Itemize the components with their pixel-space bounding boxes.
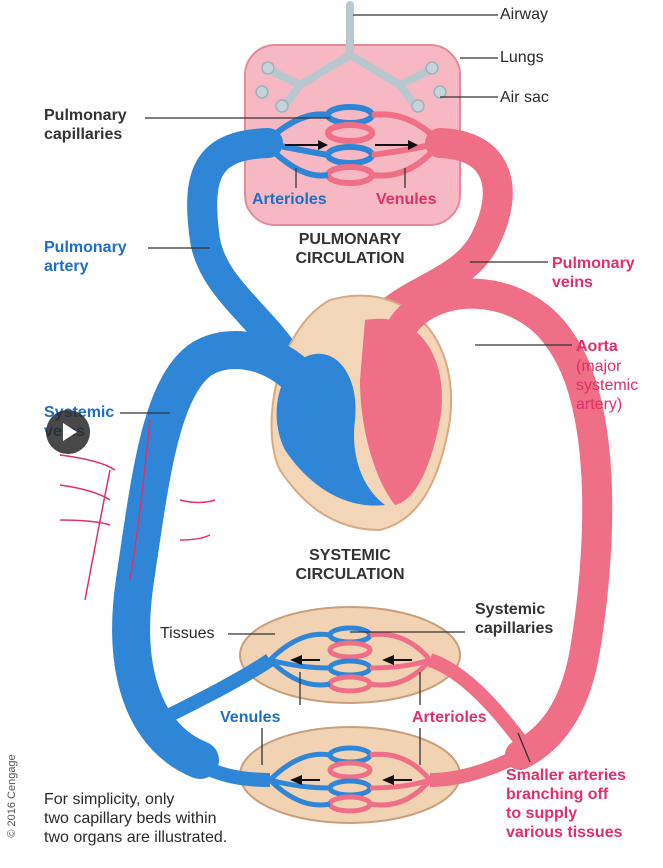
label-airway: Airway <box>500 6 549 23</box>
label-systemic-circulation: SYSTEMIC CIRCULATION <box>295 547 405 583</box>
label-aorta: Aorta <box>576 338 618 355</box>
systemic-vein-from-tissue-1 <box>156 654 274 727</box>
label-systemic-capillaries: Systemic capillaries <box>475 601 554 637</box>
label-pulmonary-circulation: PULMONARY CIRCULATION <box>295 231 405 267</box>
label-pulmonary-capillaries: Pulmonary capillaries <box>44 107 127 143</box>
leader-lines <box>120 14 572 765</box>
systemic-capillary-bed-2 <box>268 745 432 814</box>
systemic-artery-to-tissue-2 <box>429 748 524 787</box>
systemic-capillary-bed-1 <box>268 625 432 694</box>
systemic-vein-from-tissue-2 <box>196 758 271 787</box>
play-icon[interactable] <box>46 410 90 454</box>
label-lungs: Lungs <box>500 49 544 66</box>
left-heart <box>360 318 442 505</box>
copyright-text: © 2016 Cengage <box>6 754 18 838</box>
label-aorta-note: (major systemic artery) <box>576 358 639 413</box>
label-arterioles-bottom: Arterioles <box>412 709 487 726</box>
label-tissues: Tissues <box>160 625 215 642</box>
label-air-sac: Air sac <box>500 89 549 106</box>
label-pulmonary-veins: Pulmonary veins <box>552 255 635 291</box>
systemic-vein-branches <box>59 419 216 601</box>
vena-cava-vessel <box>112 331 329 779</box>
label-venules-bottom: Venules <box>220 709 281 726</box>
air-sacs <box>255 61 447 113</box>
label-venules-top: Venules <box>376 191 437 208</box>
aorta-vessel <box>385 278 613 770</box>
label-pulmonary-artery: Pulmonary artery <box>44 239 127 275</box>
label-smaller-arteries: Smaller arteries branching off to supply… <box>506 767 627 841</box>
label-arterioles-top: Arterioles <box>252 191 327 208</box>
systemic-artery-to-tissue-1 <box>427 653 526 745</box>
footnote: For simplicity, only two capillary beds … <box>44 791 228 846</box>
airway-tree <box>266 1 434 109</box>
